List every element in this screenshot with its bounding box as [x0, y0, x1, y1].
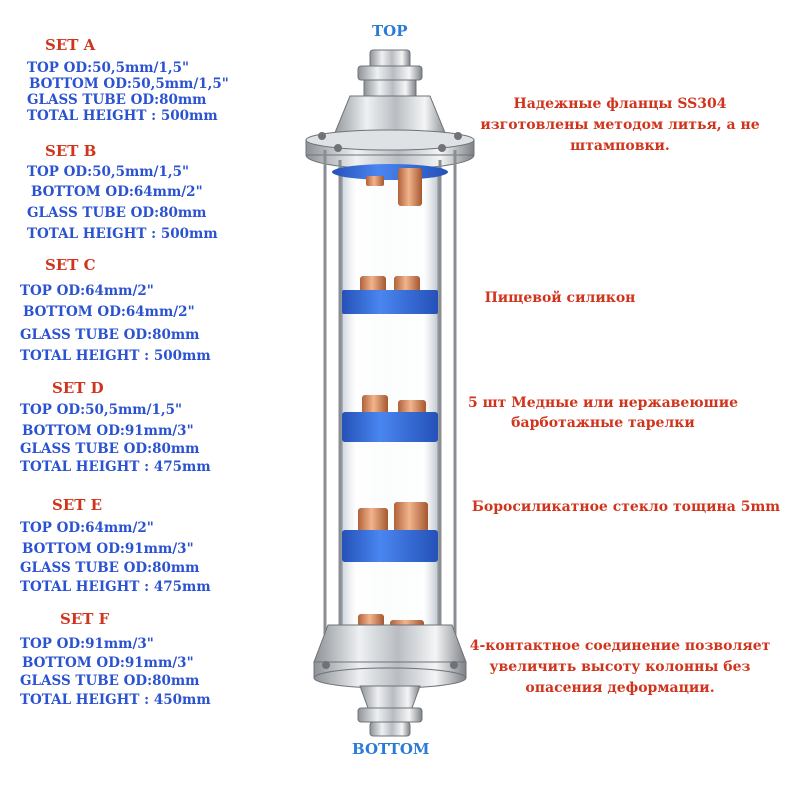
set-a-title: SET A: [45, 36, 96, 54]
bottom-flange: [313, 624, 467, 689]
bubble-plate-4: [342, 502, 438, 562]
set-b-line-2: BOTTOM OD:64mm/2": [31, 184, 203, 200]
set-f-line-2: BOTTOM OD:91mm/3": [22, 655, 194, 671]
note-connection-line-3: опасения деформации.: [525, 680, 715, 696]
set-c-line-1: TOP OD:64mm/2": [20, 283, 154, 299]
note-connection-line-1: 4-контактное соединение позволяет: [469, 638, 771, 654]
set-f-title: SET F: [60, 610, 110, 628]
top-clamp: [331, 49, 449, 141]
note-plates-line-2: барботажные тарелки: [511, 415, 695, 431]
bubble-plate-3: [342, 395, 438, 442]
set-a-line-1: TOP OD:50,5mm/1,5": [27, 60, 190, 76]
set-e-line-2: BOTTOM OD:91mm/3": [22, 541, 194, 557]
set-c-line-3: GLASS TUBE OD:80mm: [20, 327, 200, 343]
set-a-line-4: TOTAL HEIGHT : 500mm: [27, 108, 218, 124]
bottom-label: BOTTOM: [352, 740, 430, 758]
set-f-line-4: TOTAL HEIGHT : 450mm: [20, 692, 211, 708]
note-flanges-line-1: Надежные фланцы SS304: [513, 96, 727, 112]
threaded-rods: [323, 150, 457, 670]
silicone-ring-top: [332, 164, 448, 180]
set-b-line-3: GLASS TUBE OD:80mm: [27, 205, 207, 221]
set-d-line-2: BOTTOM OD:91mm/3": [22, 423, 194, 439]
bubble-plate-2: [342, 276, 438, 314]
set-e-line-4: TOTAL HEIGHT : 475mm: [20, 579, 211, 595]
set-c-line-2: BOTTOM OD:64mm/2": [23, 304, 195, 320]
set-e-title: SET E: [52, 496, 103, 514]
silicone-ring-3: [342, 412, 438, 442]
silicone-ring-4: [342, 530, 438, 562]
set-d-line-1: TOP OD:50,5mm/1,5": [20, 402, 183, 418]
top-label: TOP: [372, 22, 408, 40]
note-plates-line-1: 5 шт Медные или нержавеюшие: [468, 395, 738, 411]
set-e-line-1: TOP OD:64mm/2": [20, 520, 154, 536]
set-c-title: SET C: [45, 256, 96, 274]
set-c-line-4: TOTAL HEIGHT : 500mm: [20, 348, 211, 364]
top-flange: [305, 129, 475, 170]
set-f-line-3: GLASS TUBE OD:80mm: [20, 673, 200, 689]
silicone-ring-2: [342, 290, 438, 314]
note-flanges-line-3: штамповки.: [570, 138, 670, 154]
note-silicone: Пищевой силикон: [484, 290, 636, 306]
set-a-line-2: BOTTOM OD:50,5mm/1,5": [29, 76, 229, 92]
note-connection-line-2: увеличить высоту колонны без: [489, 659, 751, 675]
set-d-title: SET D: [52, 379, 104, 397]
set-e-line-3: GLASS TUBE OD:80mm: [20, 560, 200, 576]
bubble-plate-1: [366, 168, 422, 206]
set-b-line-4: TOTAL HEIGHT : 500mm: [27, 226, 218, 242]
note-flanges-line-2: изготовлены методом литья, а не: [480, 117, 760, 133]
set-d-line-4: TOTAL HEIGHT : 475mm: [20, 459, 211, 475]
set-d-line-3: GLASS TUBE OD:80mm: [20, 441, 200, 457]
note-glass: Боросиликатное стекло тощина 5mm: [471, 499, 781, 515]
set-b-line-1: TOP OD:50,5mm/1,5": [27, 164, 190, 180]
set-f-line-1: TOP OD:91mm/3": [20, 636, 154, 652]
set-b-title: SET B: [45, 142, 97, 160]
bottom-clamp: [357, 685, 423, 737]
distillation-column-image: [305, 49, 475, 737]
set-a-line-3: GLASS TUBE OD:80mm: [27, 92, 207, 108]
